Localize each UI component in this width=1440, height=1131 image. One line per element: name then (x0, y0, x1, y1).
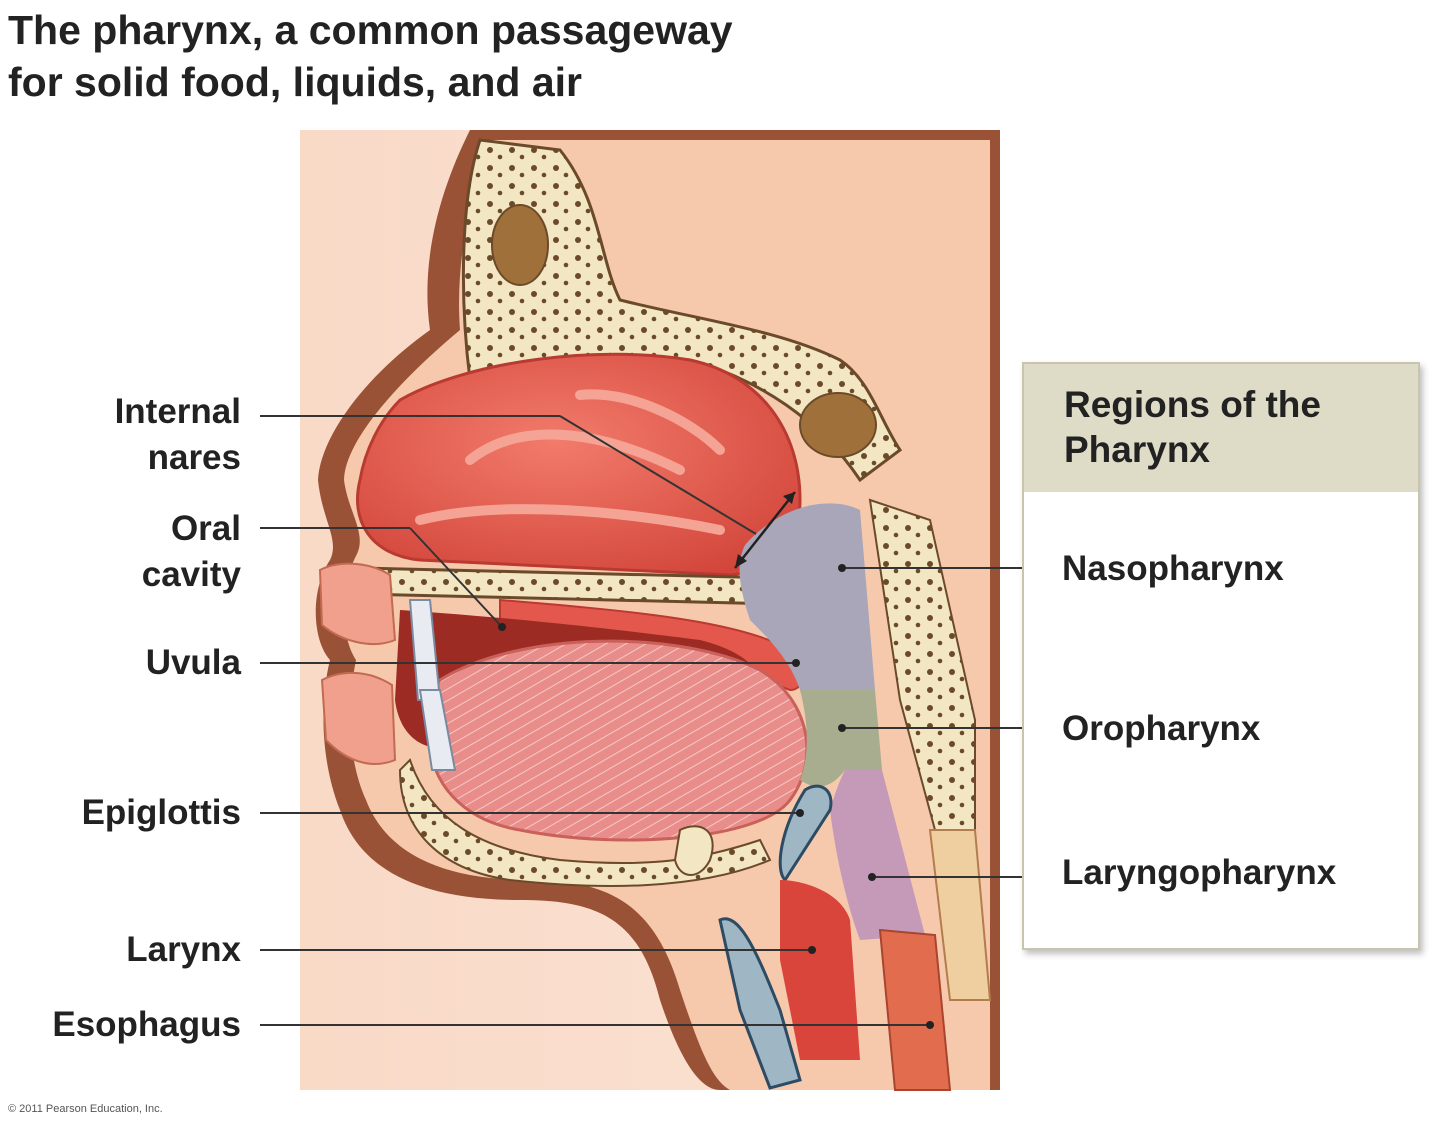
hyoid (673, 825, 714, 876)
label-uvula: Uvula (145, 643, 241, 682)
arrowhead-up (783, 492, 795, 504)
nasopharynx-region (739, 503, 875, 690)
lower-teeth (418, 689, 457, 771)
arrowhead-down (735, 554, 747, 568)
label-internal-nares-line-1: Internal (114, 392, 241, 431)
figure-title: The pharynx, a common passageway for sol… (8, 4, 733, 108)
esophagus-tube (878, 928, 952, 1091)
oropharynx-region (800, 690, 882, 787)
epiglottis-shape (778, 784, 833, 883)
region-laryngopharynx: Laryngopharynx (1062, 853, 1337, 892)
dot-larynx (808, 946, 816, 954)
sphenoid-sinus (799, 392, 877, 458)
regions-legend-title: Regions of the Pharynx (1064, 382, 1321, 472)
dot-epiglottis (796, 809, 804, 817)
label-larynx: Larynx (126, 930, 241, 969)
mandible (398, 758, 772, 887)
regions-legend-title-line-1: Regions of the (1064, 384, 1321, 425)
label-oral-cavity-line-2: cavity (141, 555, 241, 594)
dot-nasopharynx (838, 564, 846, 572)
dot-oral-cavity (498, 623, 506, 631)
label-internal-nares: Internal nares (115, 389, 241, 481)
frontal-sinus (491, 204, 549, 286)
dot-esophagus (926, 1021, 934, 1029)
laryngopharynx-region (830, 770, 925, 940)
dot-oropharynx (838, 724, 846, 732)
internal-nares-arrow (734, 491, 796, 569)
dot-laryngopharynx (868, 873, 876, 881)
leader-oral-cavity-2 (409, 527, 503, 628)
leader-internal-nares-2 (559, 415, 757, 535)
nasal-conchae (415, 389, 725, 535)
title-line-1: The pharynx, a common passageway (8, 7, 733, 53)
regions-legend-title-line-2: Pharynx (1064, 429, 1211, 470)
upper-lip (318, 562, 397, 646)
vertebral-column-lower (928, 829, 992, 1001)
dot-uvula (792, 659, 800, 667)
larynx-tube (780, 880, 860, 1060)
tongue (428, 639, 809, 842)
regions-legend-header: Regions of the Pharynx (1024, 364, 1418, 492)
label-internal-nares-line-2: nares (147, 438, 241, 477)
region-oropharynx: Oropharynx (1062, 709, 1261, 748)
label-oral-cavity: Oral cavity (142, 506, 241, 598)
copyright-credit: © 2011 Pearson Education, Inc. (8, 1103, 163, 1115)
region-nasopharynx: Nasopharynx (1062, 549, 1284, 588)
trachea-cartilage (718, 917, 802, 1090)
label-epiglottis: Epiglottis (81, 793, 241, 832)
title-line-2: for solid food, liquids, and air (8, 59, 582, 105)
label-oral-cavity-line-1: Oral (170, 509, 241, 548)
regions-legend-box: Regions of the Pharynx (1022, 362, 1420, 950)
lower-lip (320, 671, 397, 765)
label-esophagus: Esophagus (52, 1005, 241, 1044)
